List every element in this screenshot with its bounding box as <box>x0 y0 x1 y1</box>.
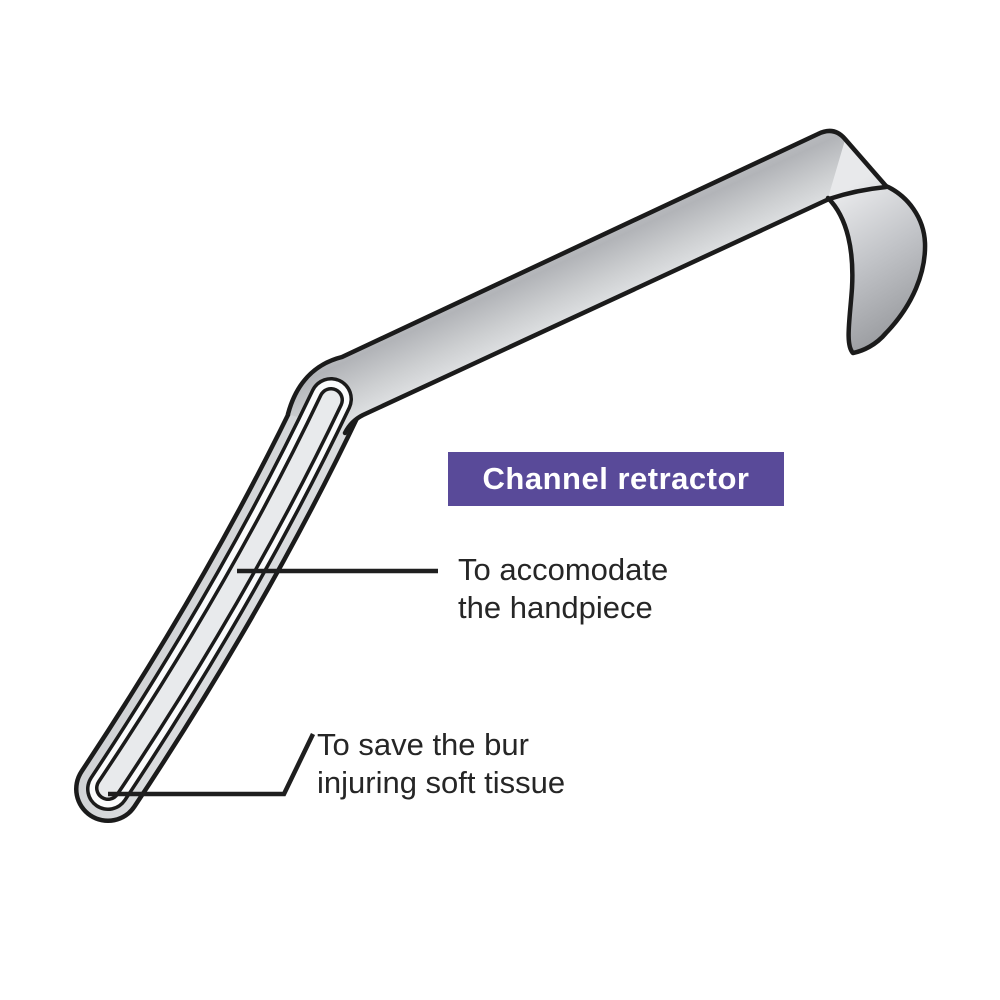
retractor-bar-outline <box>285 128 889 436</box>
callout-handpiece-line2: the handpiece <box>458 590 653 625</box>
callout-soft-tissue-line1: To save the bur <box>317 727 529 762</box>
retractor-channel-slot <box>86 377 353 811</box>
callout-handpiece-line1: To accomodate <box>458 552 669 587</box>
callout-soft-tissue-line2: injuring soft tissue <box>317 765 566 800</box>
callout-soft-tissue: To save the bur injuring soft tissue <box>317 726 565 802</box>
leader-line-soft-tissue <box>108 733 316 797</box>
retractor-top-bar <box>288 130 886 433</box>
title-badge: Channel retractor <box>448 452 784 506</box>
title-badge-label: Channel retractor <box>482 461 750 496</box>
callout-handpiece: To accomodate the handpiece <box>458 551 668 627</box>
